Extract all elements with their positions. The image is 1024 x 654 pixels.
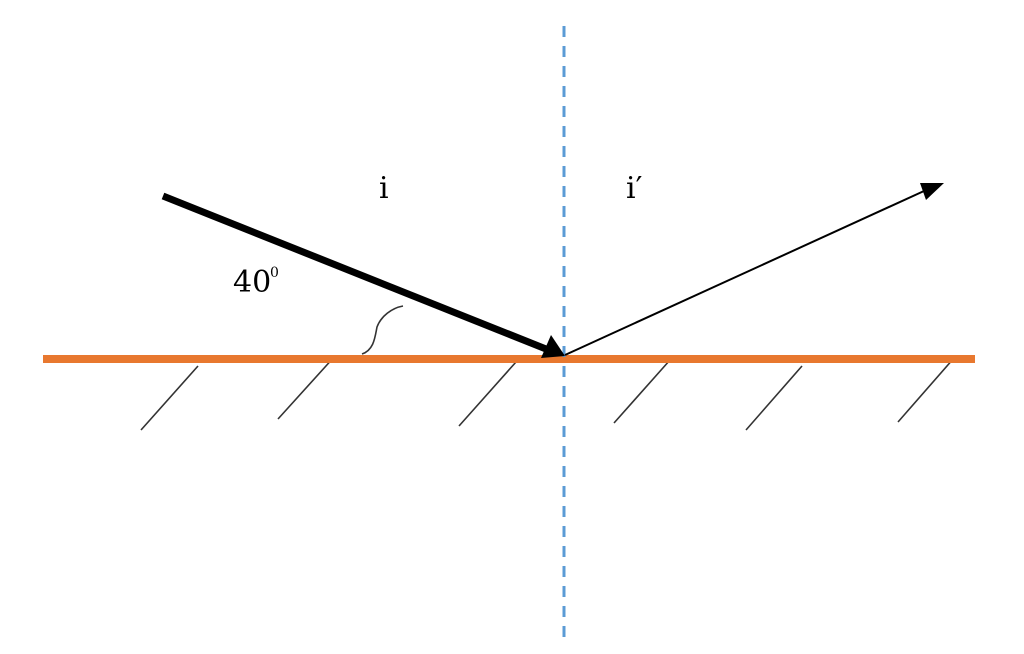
incident-arrowhead — [541, 335, 565, 358]
hatch-line — [745, 365, 803, 431]
hatch-line — [897, 357, 955, 423]
angle-arc — [361, 305, 404, 355]
reflected-arrowhead — [920, 183, 944, 200]
angle-unit-superscript: 0 — [270, 265, 279, 281]
hatch-line — [277, 355, 336, 420]
incident-angle-label: i — [379, 171, 389, 206]
mirror-hatching — [140, 355, 955, 431]
hatch-line — [613, 359, 671, 424]
hatch-line — [140, 365, 199, 431]
hatch-line — [458, 361, 517, 427]
reflected-angle-label: i′ — [626, 171, 643, 206]
incident-ray — [161, 192, 548, 353]
angle-value-label: 40 — [233, 265, 271, 300]
reflected-ray — [564, 190, 925, 356]
